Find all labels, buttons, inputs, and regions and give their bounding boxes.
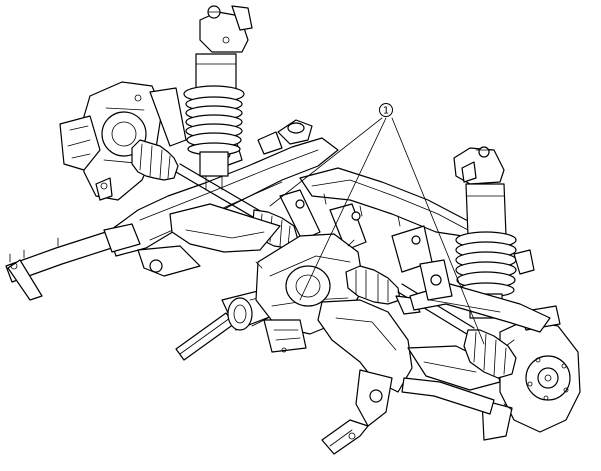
right-drive-shaft (463, 329, 517, 379)
callout-1-label: 1 (383, 106, 389, 117)
right-knuckle-hub (481, 305, 581, 441)
left-lower-arms (5, 203, 281, 301)
lower-crossmember (317, 299, 501, 455)
callout-leaders (269, 117, 485, 345)
right-lower-arms (401, 259, 551, 415)
right-strut-assembly (453, 146, 535, 319)
left-strut-assembly (183, 5, 253, 191)
callout-1: 1 (379, 103, 393, 117)
left-knuckle-hub (59, 81, 187, 201)
